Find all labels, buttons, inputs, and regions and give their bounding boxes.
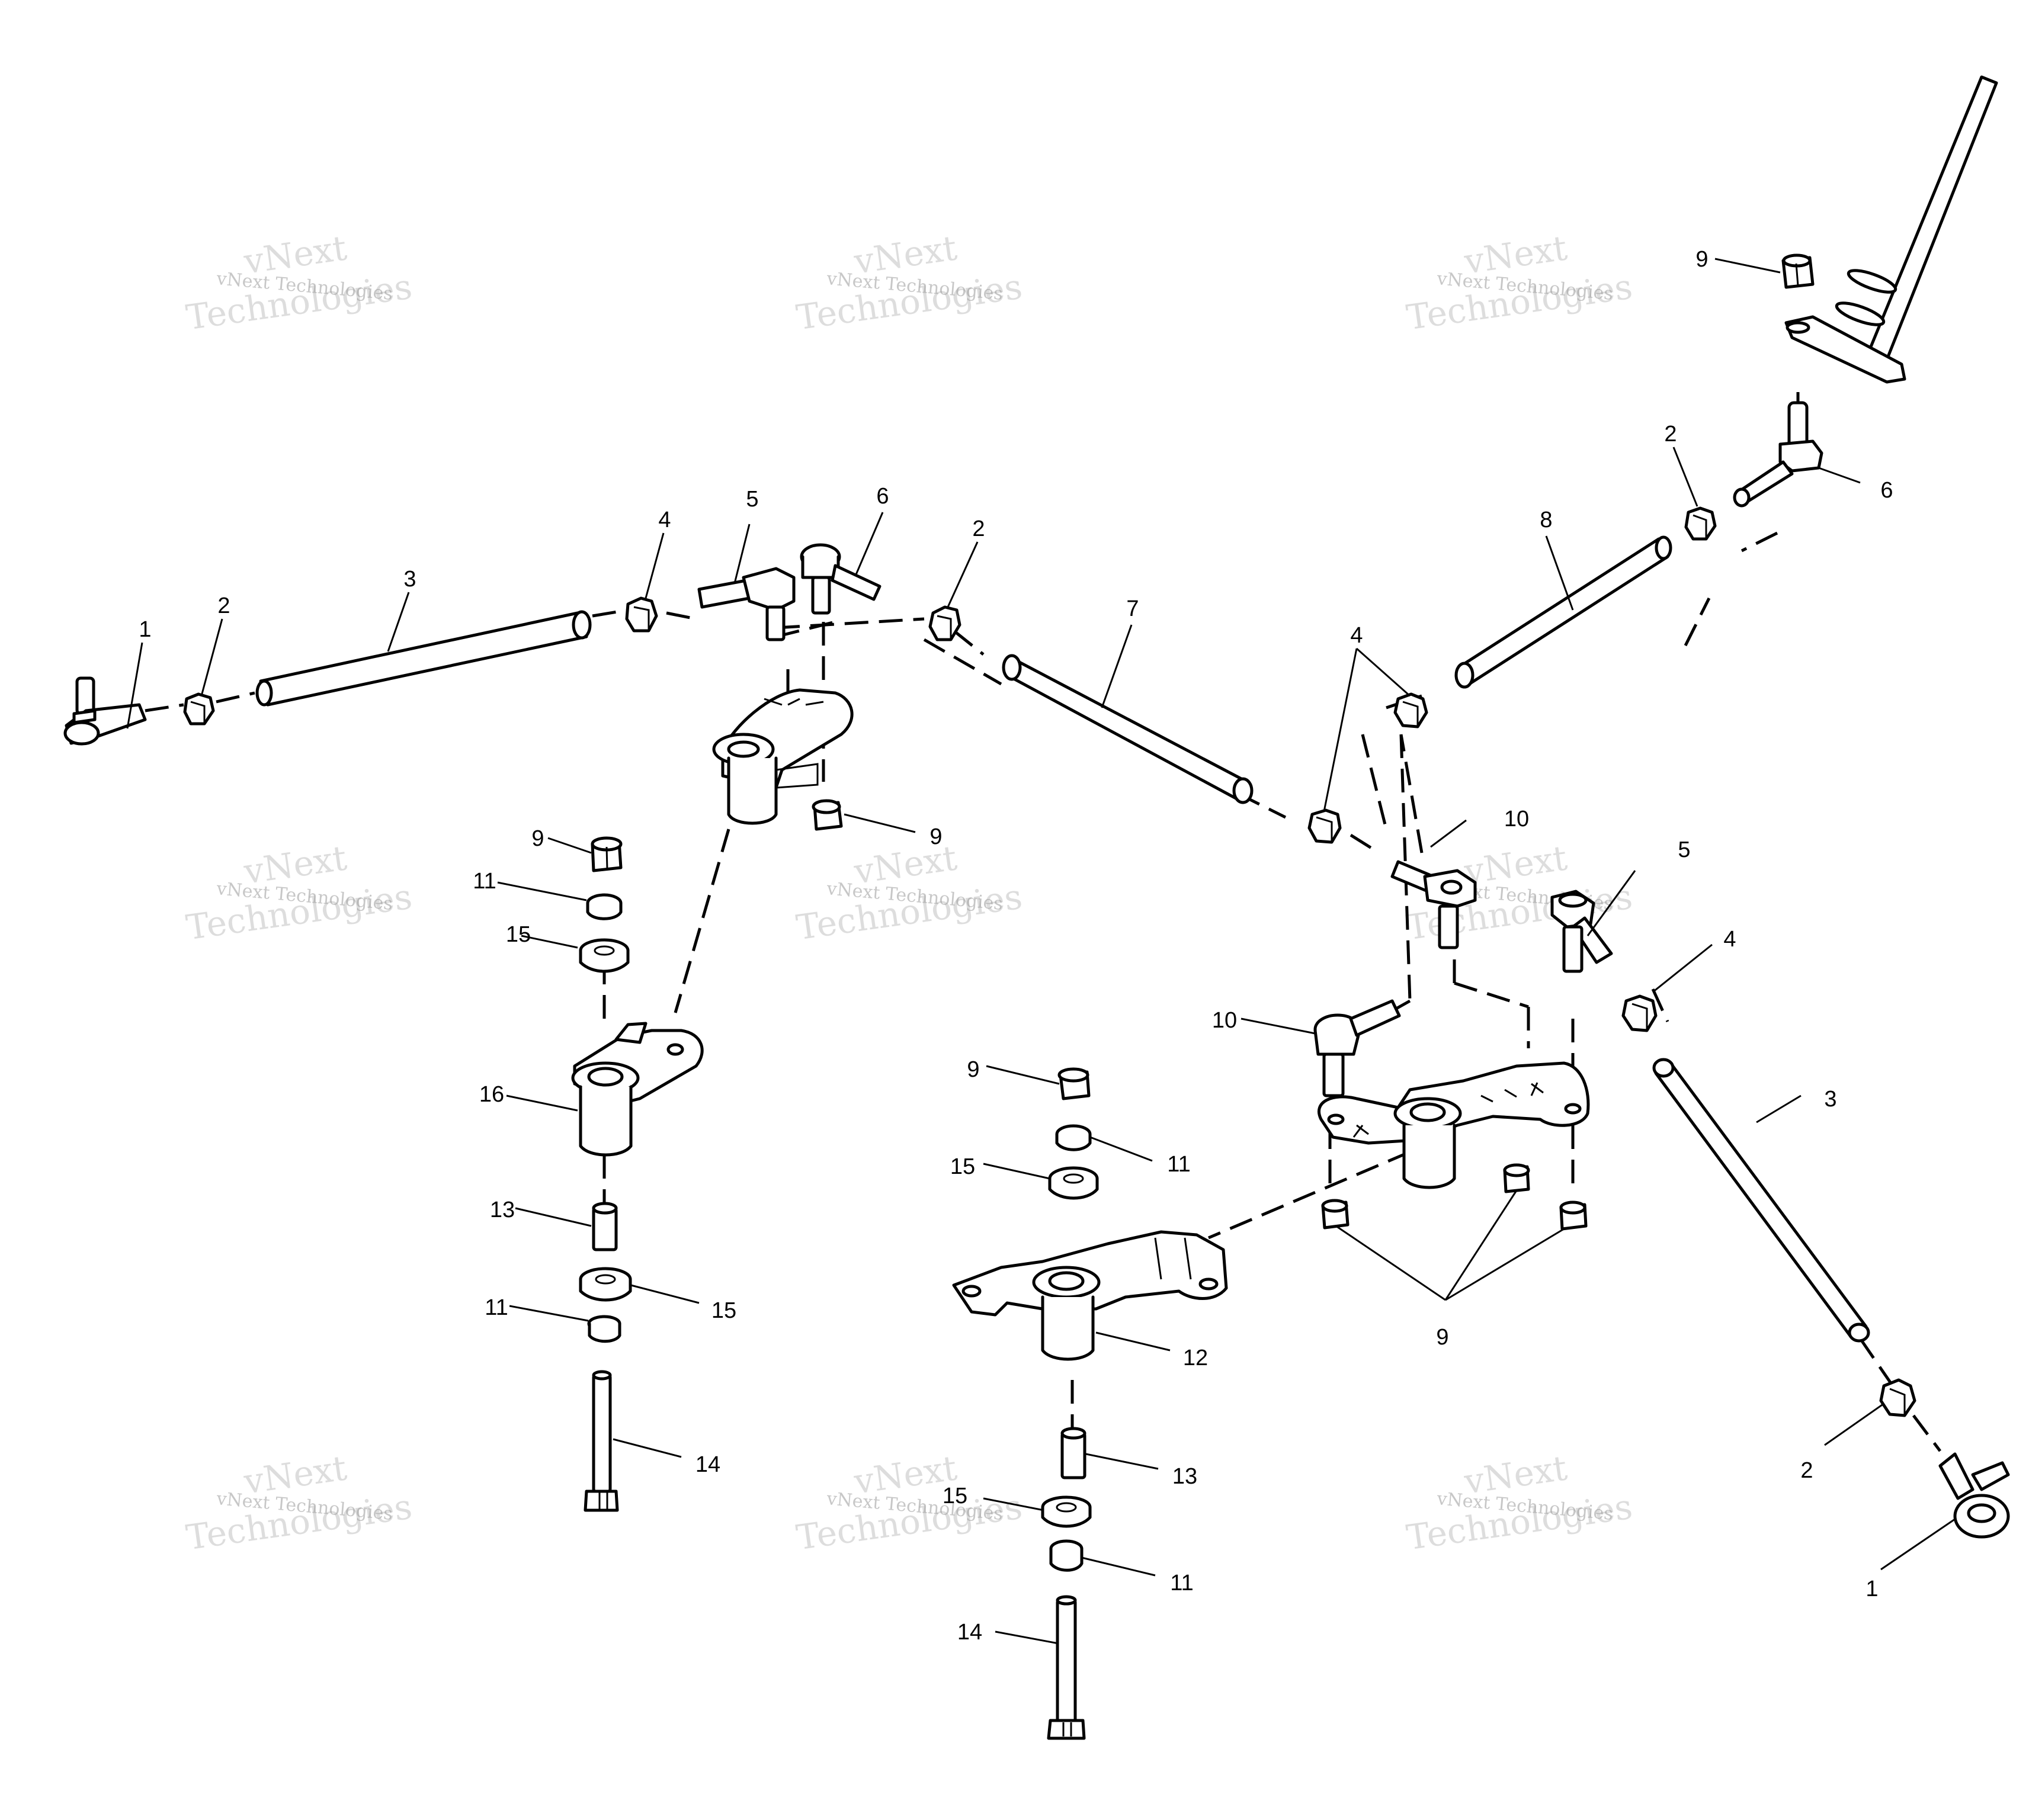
jam-nut-upper-left — [625, 596, 658, 633]
ball-joint-upper-left — [697, 567, 796, 641]
callout-11-left-bottom: 11 — [485, 1295, 508, 1320]
steering-column-shaft — [1784, 75, 1998, 384]
jam-nut-upper-right — [1684, 506, 1717, 541]
lock-nut-right-arm-b — [1503, 1163, 1530, 1193]
steering-arm-right — [1318, 1061, 1590, 1189]
callout-2-lower-right: 2 — [1800, 1458, 1813, 1483]
callout-4-center: 4 — [1350, 623, 1363, 648]
callout-14-center: 14 — [957, 1620, 982, 1645]
tie-rod-upper-right — [1454, 535, 1672, 689]
ball-joint-right — [1550, 890, 1613, 973]
tie-rod-center-long — [1002, 654, 1254, 804]
watermark-group: vNext Technologies vNext Technologies vN… — [184, 227, 1635, 1558]
lock-nut-left-stack — [591, 836, 623, 872]
ball-joint-upper-center — [800, 543, 882, 615]
callout-4-right: 4 — [1723, 927, 1736, 952]
callout-15-center-top: 15 — [950, 1154, 975, 1179]
bushing-flange-center-bottom — [1049, 1539, 1084, 1572]
callout-9-center-stack: 9 — [967, 1057, 979, 1082]
callout-2-center: 2 — [972, 516, 985, 541]
callout-1-right: 1 — [1865, 1577, 1878, 1601]
callout-10-center: 10 — [1504, 807, 1529, 832]
callout-6-upper-right: 6 — [1880, 478, 1893, 503]
callout-11-center-bottom: 11 — [1170, 1571, 1193, 1596]
callout-1-left: 1 — [139, 617, 151, 642]
callout-5-right: 5 — [1678, 837, 1690, 862]
jam-nut-center — [928, 605, 961, 641]
bushing-flange-left-bottom — [587, 1315, 621, 1343]
callout-15-center-bottom: 15 — [943, 1484, 967, 1508]
lock-nut-top-right — [1781, 253, 1815, 289]
steering-arm-left — [571, 1022, 704, 1157]
washer-center-top — [1048, 1166, 1099, 1200]
pivot-bolt-left — [584, 1370, 619, 1512]
ball-joint-upper-right — [1733, 401, 1823, 508]
leader-lines — [126, 258, 1956, 1645]
callout-7: 7 — [1126, 596, 1139, 621]
ball-joint-lower-center — [1313, 999, 1401, 1097]
lock-nut-upper-arm — [812, 799, 843, 831]
callout-13-left: 13 — [490, 1198, 515, 1222]
callout-9-left-stack: 9 — [531, 826, 544, 851]
callout-13-center: 13 — [1172, 1464, 1197, 1489]
tie-rod-left — [255, 610, 592, 707]
callout-8: 8 — [1540, 508, 1552, 532]
lock-nut-right-arm-a — [1321, 1199, 1350, 1230]
callout-11-left-top: 11 — [473, 869, 496, 894]
steering-arm-center — [952, 1230, 1228, 1361]
callout-12: 12 — [1183, 1346, 1208, 1370]
callout-14-left: 14 — [695, 1452, 720, 1477]
callout-11-center-top: 11 — [1167, 1152, 1190, 1177]
callout-4-upper-left: 4 — [658, 508, 671, 532]
callout-15-left-bottom: 15 — [711, 1298, 736, 1323]
callout-9-top-right: 9 — [1695, 247, 1708, 272]
callout-3-left: 3 — [403, 567, 416, 592]
callout-16: 16 — [479, 1082, 504, 1107]
washer-center-bottom — [1041, 1495, 1092, 1528]
callout-5-upper-left: 5 — [746, 487, 758, 512]
jam-nut-center-lower — [1307, 808, 1342, 844]
callout-9-right-arm: 9 — [1436, 1325, 1448, 1350]
lock-nut-right-arm-c — [1559, 1201, 1588, 1231]
callout-2-left: 2 — [217, 593, 230, 618]
jam-nut-lower-right — [1879, 1378, 1916, 1417]
steering-arm-upper-left — [712, 688, 854, 825]
callout-labels: 1 2 3 4 5 6 2 7 4 8 2 6 9 9 9 11 15 16 1… — [139, 247, 1893, 1645]
washer-left-bottom — [579, 1267, 632, 1302]
parts — [63, 75, 2010, 1740]
bushing-flange-left-top — [586, 893, 623, 920]
callout-2-upper-right: 2 — [1664, 422, 1677, 447]
callout-15-left-top: 15 — [506, 922, 531, 947]
jam-nut-center-upper — [1393, 692, 1428, 728]
ball-joint-center-right — [1390, 860, 1477, 949]
spacer-sleeve-left — [592, 1202, 618, 1251]
callout-10-lower: 10 — [1212, 1008, 1237, 1033]
callout-3-right: 3 — [1824, 1087, 1836, 1112]
lock-nut-center-stack — [1057, 1067, 1091, 1100]
washer-left-top — [579, 938, 630, 973]
jam-nut-right — [1621, 994, 1658, 1032]
tie-rod-right — [1652, 1058, 1870, 1343]
tie-rod-end-left — [63, 676, 147, 746]
bushing-flange-center-top — [1055, 1124, 1092, 1151]
callout-6-upper-center: 6 — [876, 484, 889, 509]
jam-nut-left — [183, 692, 215, 726]
tie-rod-end-right — [1938, 1452, 2010, 1539]
pivot-bolt-center — [1047, 1595, 1086, 1740]
callout-9-upper-arm: 9 — [929, 824, 942, 849]
assembly-centerlines — [145, 391, 1941, 1452]
spacer-sleeve-center — [1060, 1427, 1086, 1479]
